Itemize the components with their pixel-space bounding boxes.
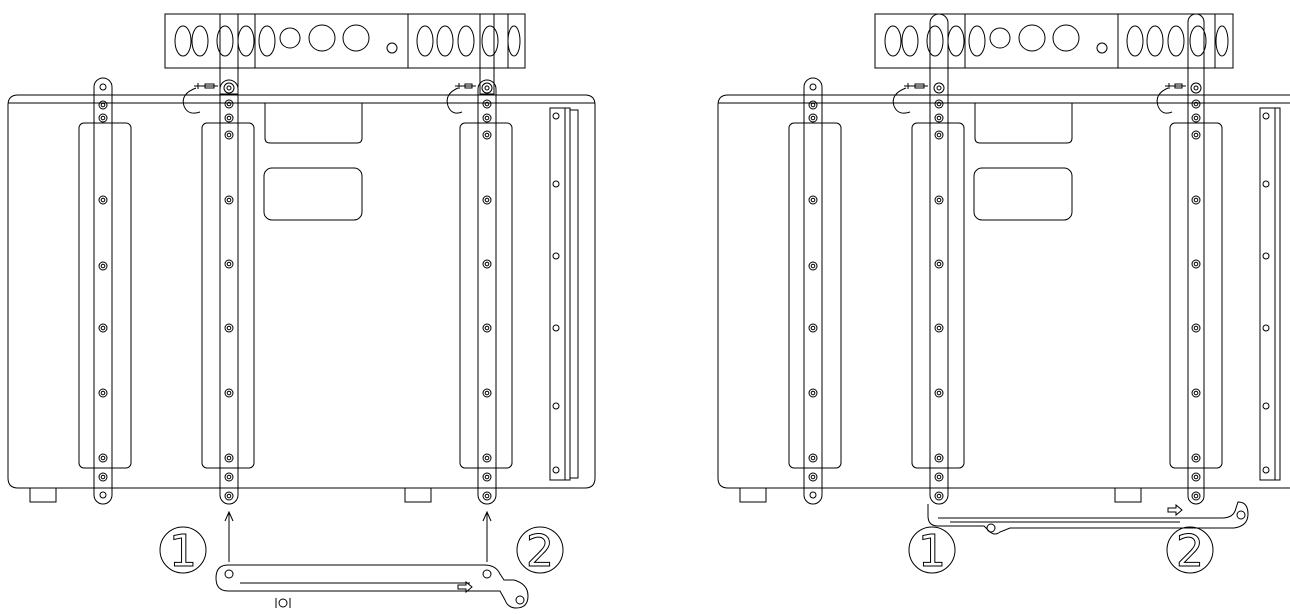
bolt-holes-right	[808, 82, 1270, 501]
top-speaker-right	[874, 13, 1234, 69]
diagram-left: 1 2	[7, 13, 596, 609]
callout-1-left: 1	[159, 526, 207, 578]
callout-2-right: 2	[1166, 526, 1214, 578]
callout-1-right-label: 1	[918, 526, 946, 577]
main-cabinet-left	[7, 94, 596, 503]
top-speaker-left	[164, 13, 526, 69]
callout-2-right-label: 2	[1176, 526, 1204, 577]
bolt-holes-left	[98, 82, 560, 501]
rigging-bars-right	[803, 13, 1205, 505]
rigging-bars-left	[93, 13, 497, 505]
callout-1-right: 1	[908, 526, 956, 578]
quick-pins-right	[892, 83, 1186, 114]
diagram-right: 1 2	[717, 13, 1290, 578]
bracket-left	[215, 564, 529, 609]
insert-arrows-left	[224, 510, 492, 562]
callout-2-left-label: 2	[526, 526, 554, 577]
callout-1-left-label: 1	[169, 526, 197, 577]
quick-pins-left	[182, 83, 476, 114]
callout-2-left: 2	[516, 526, 564, 578]
main-cabinet-right	[717, 94, 1290, 503]
bracket-right	[927, 501, 1249, 535]
